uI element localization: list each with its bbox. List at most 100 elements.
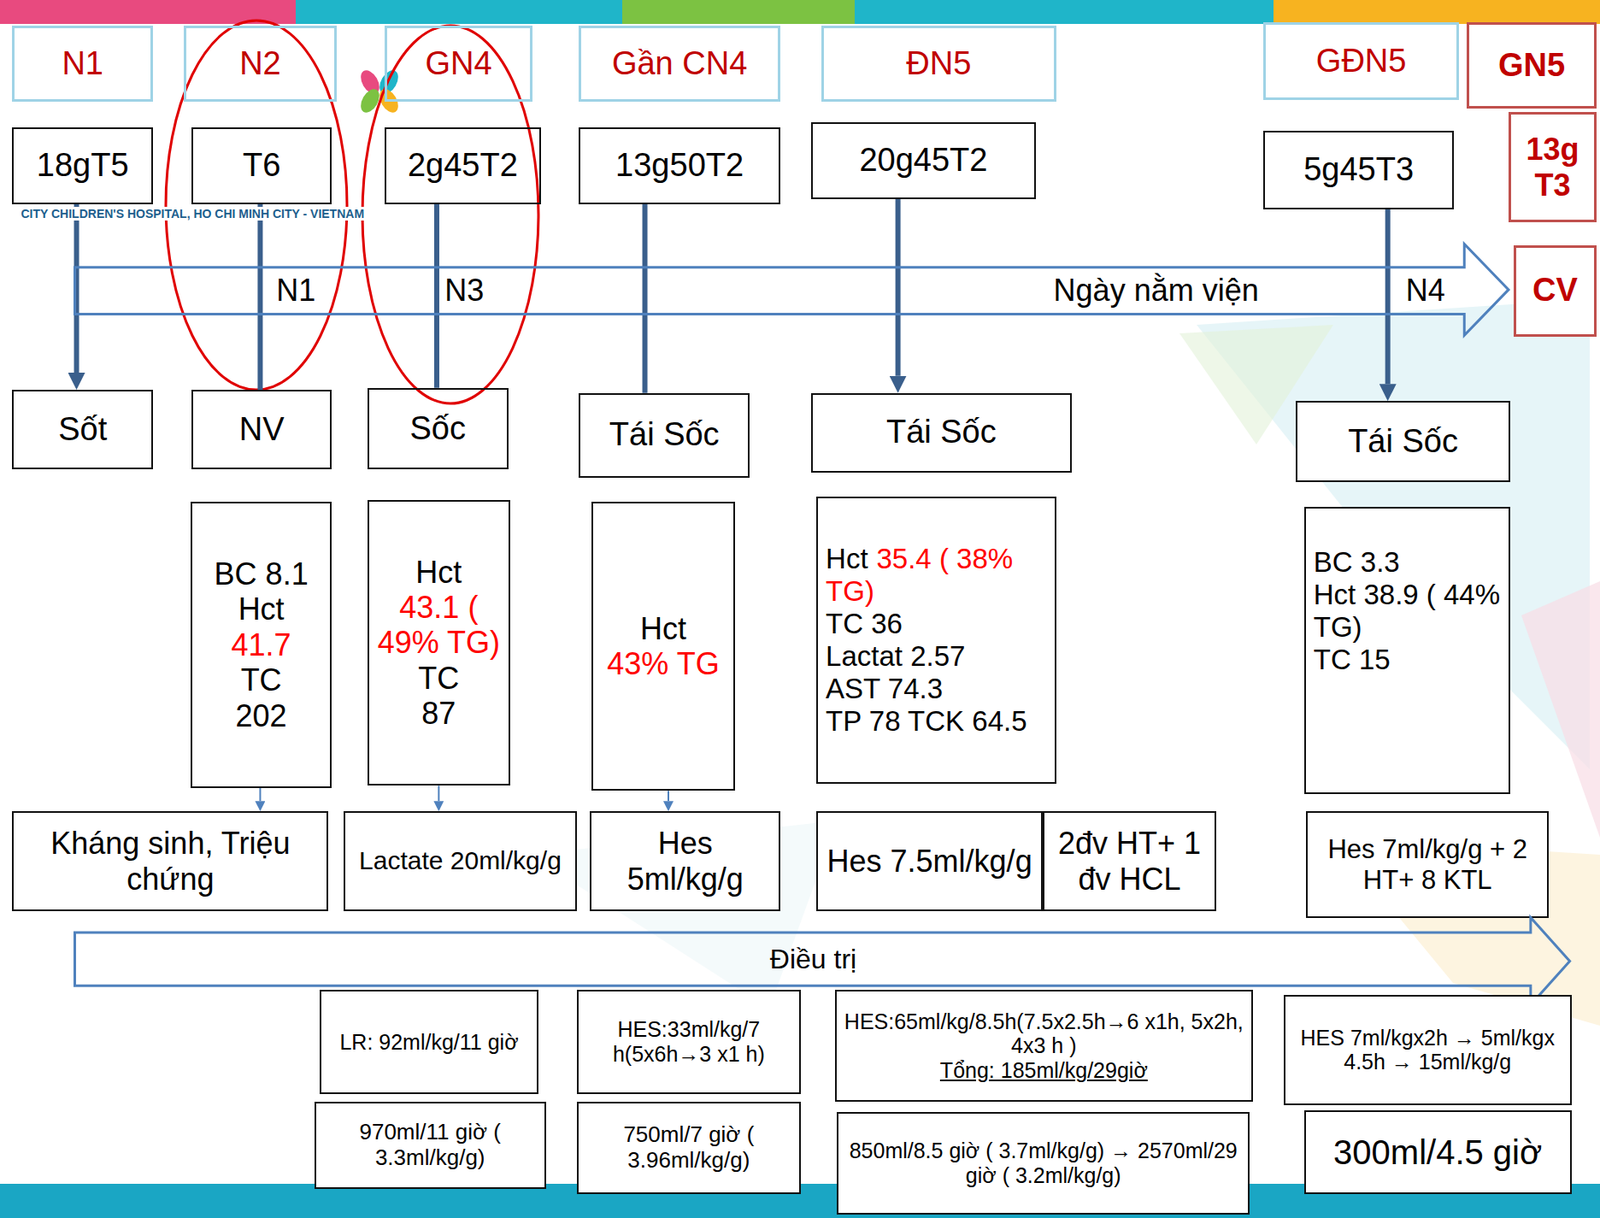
node-text: Tổng: 185ml/kg/29giờ	[844, 1058, 1244, 1083]
lab-box: BC 8.1Hct41.7TC202	[190, 501, 332, 788]
top-strip	[1273, 0, 1600, 24]
event-box: Sốc	[367, 388, 509, 471]
fluid-total-box: 300ml/4.5 giờ	[1304, 1110, 1572, 1195]
node-text: Lactat 2.57	[825, 640, 1048, 673]
text-block: LR: 92ml/kg/11 giờ	[329, 1029, 530, 1055]
node-text: Hct	[376, 554, 501, 590]
text-block: Sốt	[21, 411, 144, 449]
connector-line	[257, 204, 263, 390]
node-text: Hct 38.9 ( 44% TG)	[1313, 578, 1501, 644]
node-text: HES:65ml/kg/8.5h(7.5x2.5h→6 x1h, 5x2h, 4…	[844, 1009, 1244, 1059]
node-text: TC	[376, 660, 501, 696]
node-text: GĐN5	[1273, 42, 1449, 81]
node-text: Sốc	[376, 410, 500, 448]
connector-line	[437, 785, 440, 801]
node-text: 41.7	[200, 627, 323, 663]
node-text: 43.1 ( 49% TG)	[376, 589, 501, 661]
node-text: T6	[200, 147, 323, 185]
node-text: BC 8.1	[200, 556, 323, 592]
text-block: Tái Sốc	[1305, 423, 1501, 461]
text-block: Hes 5ml/kg/g	[599, 825, 771, 897]
treatment-box: Hes 7.5ml/kg/g	[816, 811, 1043, 912]
node-text: TP 78 TCK 64.5	[825, 705, 1048, 738]
node-text: Tái Sốc	[1305, 423, 1501, 461]
node-text: 13g50T2	[588, 147, 771, 185]
fluid-box: HES:33ml/kg/7 h(5x6h→3 x1 h)	[576, 989, 802, 1095]
lab-box: Hct43.1 ( 49% TG)TC87	[367, 500, 511, 786]
event-box: Tái Sốc	[578, 393, 751, 478]
time-box: T6	[191, 127, 332, 205]
node-text: BC 3.3	[1313, 546, 1501, 579]
text-block: 13g T3	[1518, 131, 1588, 203]
node-text: Sốt	[21, 411, 144, 449]
node-text: 13g T3	[1518, 131, 1588, 203]
node-text: TC 36	[825, 607, 1048, 641]
event-box: Tái Sốc	[1295, 400, 1511, 482]
text-block: ĐN5	[831, 45, 1047, 83]
node-text: Hct	[600, 611, 725, 647]
text-block: Hct43.1 ( 49% TG)TC87	[376, 554, 501, 732]
connector-line	[642, 204, 648, 394]
text-block: Lactate 20ml/kg/g	[352, 846, 567, 877]
node-text: NV	[200, 411, 323, 449]
text-block: Hct43% TG	[600, 611, 725, 683]
node-text: GN4	[394, 45, 523, 83]
node-text: GN5	[1476, 47, 1588, 85]
node-text: 18gT5	[21, 147, 144, 185]
text-block: Gần CN4	[588, 45, 771, 83]
treatment-box: Hes 7ml/kg/g + 2 HT+ 8 KTL	[1305, 811, 1549, 918]
time-box: 5g45T3	[1263, 130, 1454, 210]
text-block: 970ml/11 giờ ( 3.3ml/kg/g)	[323, 1119, 537, 1171]
text-block: 20g45T2	[820, 141, 1027, 180]
band-text: N1	[276, 273, 316, 308]
text-block: BC 3.3Hct 38.9 ( 44% TG)TC 15	[1313, 546, 1501, 677]
text-block: GN5	[1476, 47, 1588, 85]
phase-box: GĐN5	[1263, 22, 1459, 100]
node-text: Tái Sốc	[820, 413, 1062, 452]
lab-box: Hct35.4 ( 38% TG)TC 36Lactat 2.57AST 74.…	[816, 496, 1057, 783]
event-box: NV	[191, 389, 332, 470]
hospital-logo	[357, 67, 403, 117]
node-text: 850ml/8.5 giờ ( 3.7ml/kg/g) → 2570ml/29 …	[846, 1138, 1242, 1189]
phase-box: GN4	[384, 25, 533, 103]
node-text: Hct	[200, 591, 323, 627]
text-block: NV	[200, 411, 323, 449]
phase-box: ĐN5	[821, 25, 1057, 103]
text-block: Kháng sinh, Triệu chứng	[21, 825, 319, 897]
node-text: 87	[376, 695, 501, 731]
text-block: Tái Sốc	[820, 413, 1062, 452]
node-text: 43% TG	[600, 646, 725, 682]
node-text: ĐN5	[831, 45, 1047, 83]
text-block: 300ml/4.5 giờ	[1313, 1132, 1563, 1172]
text-block: GN4	[394, 45, 523, 83]
time-box: 13g50T2	[578, 127, 781, 205]
lab-box: Hct43% TG	[591, 501, 735, 791]
connector-line	[667, 790, 670, 801]
node-text: AST 74.3	[825, 672, 1048, 706]
fluid-total-box: 970ml/11 giờ ( 3.3ml/kg/g)	[314, 1101, 547, 1189]
node-text: HES:33ml/kg/7 h(5x6h→3 x1 h)	[586, 1017, 793, 1067]
top-strip	[854, 0, 1274, 24]
text-block: Hes 7ml/kg/g + 2 HT+ 8 KTL	[1315, 834, 1540, 895]
phase-box: N1	[11, 25, 153, 103]
node-text: 5g45T3	[1272, 151, 1445, 189]
node-text: N2	[194, 45, 327, 83]
node-text: 750ml/7 giờ ( 3.96ml/kg/g)	[586, 1122, 793, 1174]
top-strip	[622, 0, 855, 24]
text-block: 850ml/8.5 giờ ( 3.7ml/kg/g) → 2570ml/29 …	[846, 1138, 1242, 1189]
node-text: 970ml/11 giờ ( 3.3ml/kg/g)	[323, 1119, 537, 1171]
arrow-outline	[74, 917, 1570, 1006]
node-text: 2g45T2	[394, 147, 532, 185]
connector-line	[434, 204, 440, 389]
time-box: 20g45T2	[811, 122, 1036, 200]
time-box: 13g T3	[1508, 111, 1598, 223]
connector-line	[1385, 209, 1391, 384]
highlight-ellipse	[165, 20, 348, 390]
node-text: HES 7ml/kgx2h → 5ml/kgx 4.5h → 15ml/kg/g	[1293, 1025, 1563, 1076]
node-text: Kháng sinh, Triệu chứng	[21, 825, 319, 897]
node-text: CV	[1523, 271, 1588, 310]
treatment-box: Hes 5ml/kg/g	[589, 811, 781, 912]
discharge-box: CV	[1513, 245, 1598, 337]
node-text: Hes 7ml/kg/g + 2 HT+ 8 KTL	[1315, 834, 1540, 895]
text-block: Tái Sốc	[588, 416, 742, 454]
